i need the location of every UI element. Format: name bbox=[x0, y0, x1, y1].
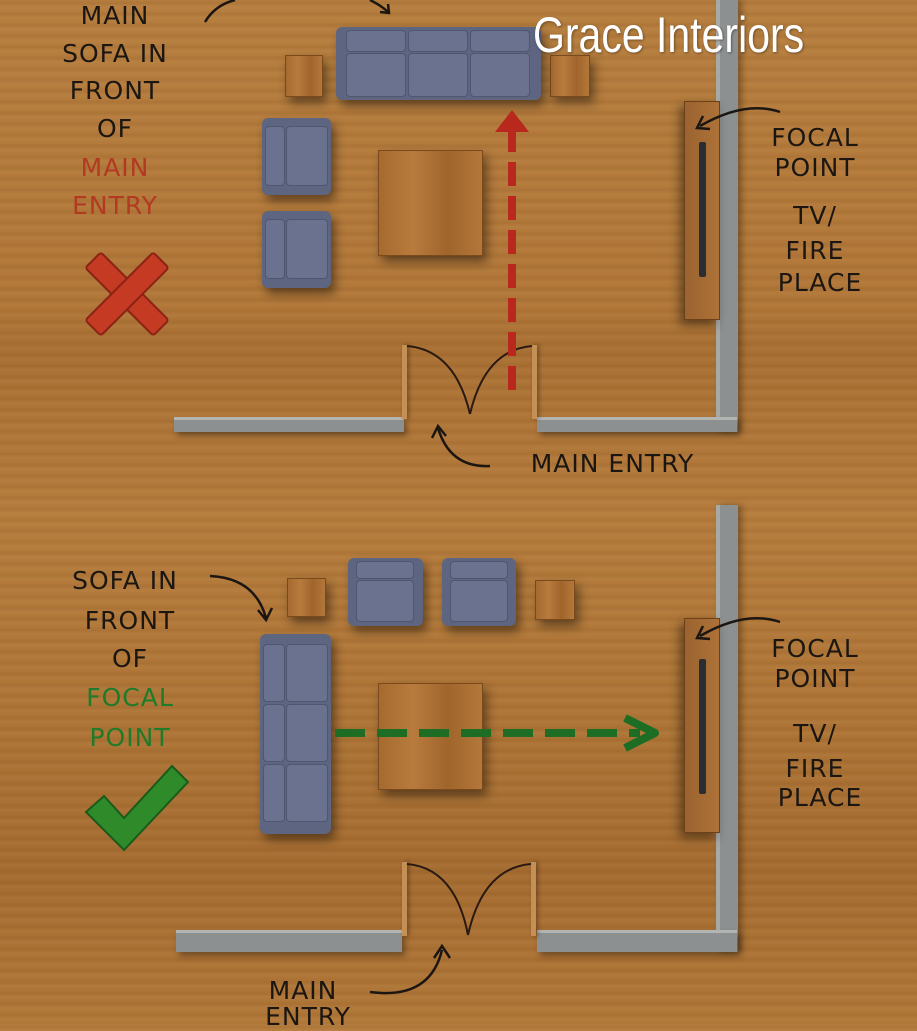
tv-fireplace-label: PLACE bbox=[777, 783, 863, 812]
door-jamb bbox=[402, 862, 407, 936]
bottom-label-line: OF bbox=[111, 644, 149, 673]
door-jamb bbox=[531, 862, 536, 936]
top-label-line: FRONT bbox=[69, 76, 161, 105]
pointer-arrow bbox=[203, 0, 236, 23]
tv-screen bbox=[699, 142, 706, 277]
main-entry-label: MAIN bbox=[268, 976, 338, 1005]
front-wall-left bbox=[176, 930, 402, 952]
end-table bbox=[287, 578, 326, 617]
focal-point-label: POINT bbox=[774, 664, 856, 693]
tv-unit bbox=[684, 618, 720, 833]
bottom-label-line: FRONT bbox=[84, 606, 176, 635]
arrow-head bbox=[623, 714, 659, 752]
front-wall-right bbox=[537, 417, 737, 432]
red-x-icon bbox=[85, 252, 169, 336]
bottom-label-highlight: POINT bbox=[89, 723, 171, 752]
pointer-arrow bbox=[369, 943, 452, 995]
end-table bbox=[550, 55, 590, 97]
tv-fireplace-label: TV/ bbox=[793, 201, 837, 230]
front-wall-left bbox=[174, 417, 404, 432]
green-check-icon bbox=[84, 764, 190, 852]
armchair bbox=[348, 558, 423, 626]
focal-point-label: POINT bbox=[774, 153, 856, 182]
top-label-line: MAIN bbox=[80, 1, 150, 30]
pointer-arrow bbox=[695, 106, 781, 131]
coffee-table bbox=[378, 150, 483, 256]
door-jamb bbox=[402, 345, 407, 419]
pointer-arrow bbox=[369, 0, 391, 15]
pointer-arrow bbox=[209, 574, 274, 623]
top-label-line: OF bbox=[96, 114, 134, 143]
three-seat-sofa bbox=[336, 27, 541, 100]
focal-point-label: FOCAL bbox=[771, 634, 859, 663]
bottom-label-highlight: FOCAL bbox=[86, 683, 174, 712]
top-label-line: SOFA IN bbox=[62, 39, 168, 68]
door-swing-arc bbox=[467, 863, 532, 936]
three-seat-sofa bbox=[260, 634, 331, 834]
end-table bbox=[285, 55, 323, 97]
door-swing-arc bbox=[469, 345, 533, 415]
door-swing-arc bbox=[406, 863, 469, 936]
focal-point-label: FOCAL bbox=[771, 123, 859, 152]
tv-fireplace-label: PLACE bbox=[777, 268, 863, 297]
watermark-title: Grace Interiors bbox=[533, 7, 805, 63]
armchair bbox=[442, 558, 516, 626]
tv-unit bbox=[684, 101, 720, 320]
tv-fireplace-label: TV/ bbox=[793, 719, 837, 748]
arrow-head bbox=[495, 110, 529, 132]
armchair bbox=[262, 118, 331, 195]
tv-fireplace-label: FIRE bbox=[785, 236, 845, 265]
bottom-label-line: SOFA IN bbox=[72, 566, 178, 595]
door-jamb bbox=[532, 345, 537, 419]
tv-screen bbox=[699, 659, 706, 794]
top-label-highlight: ENTRY bbox=[72, 191, 158, 220]
front-wall-right bbox=[537, 930, 737, 952]
tv-fireplace-label: FIRE bbox=[785, 754, 845, 783]
top-label-highlight: MAIN bbox=[80, 153, 150, 182]
pointer-arrow bbox=[695, 616, 781, 641]
pointer-arrow bbox=[430, 423, 491, 468]
main-entry-label: MAIN ENTRY bbox=[530, 449, 695, 478]
door-swing-arc bbox=[406, 345, 471, 415]
end-table bbox=[535, 580, 575, 620]
armchair bbox=[262, 211, 331, 288]
